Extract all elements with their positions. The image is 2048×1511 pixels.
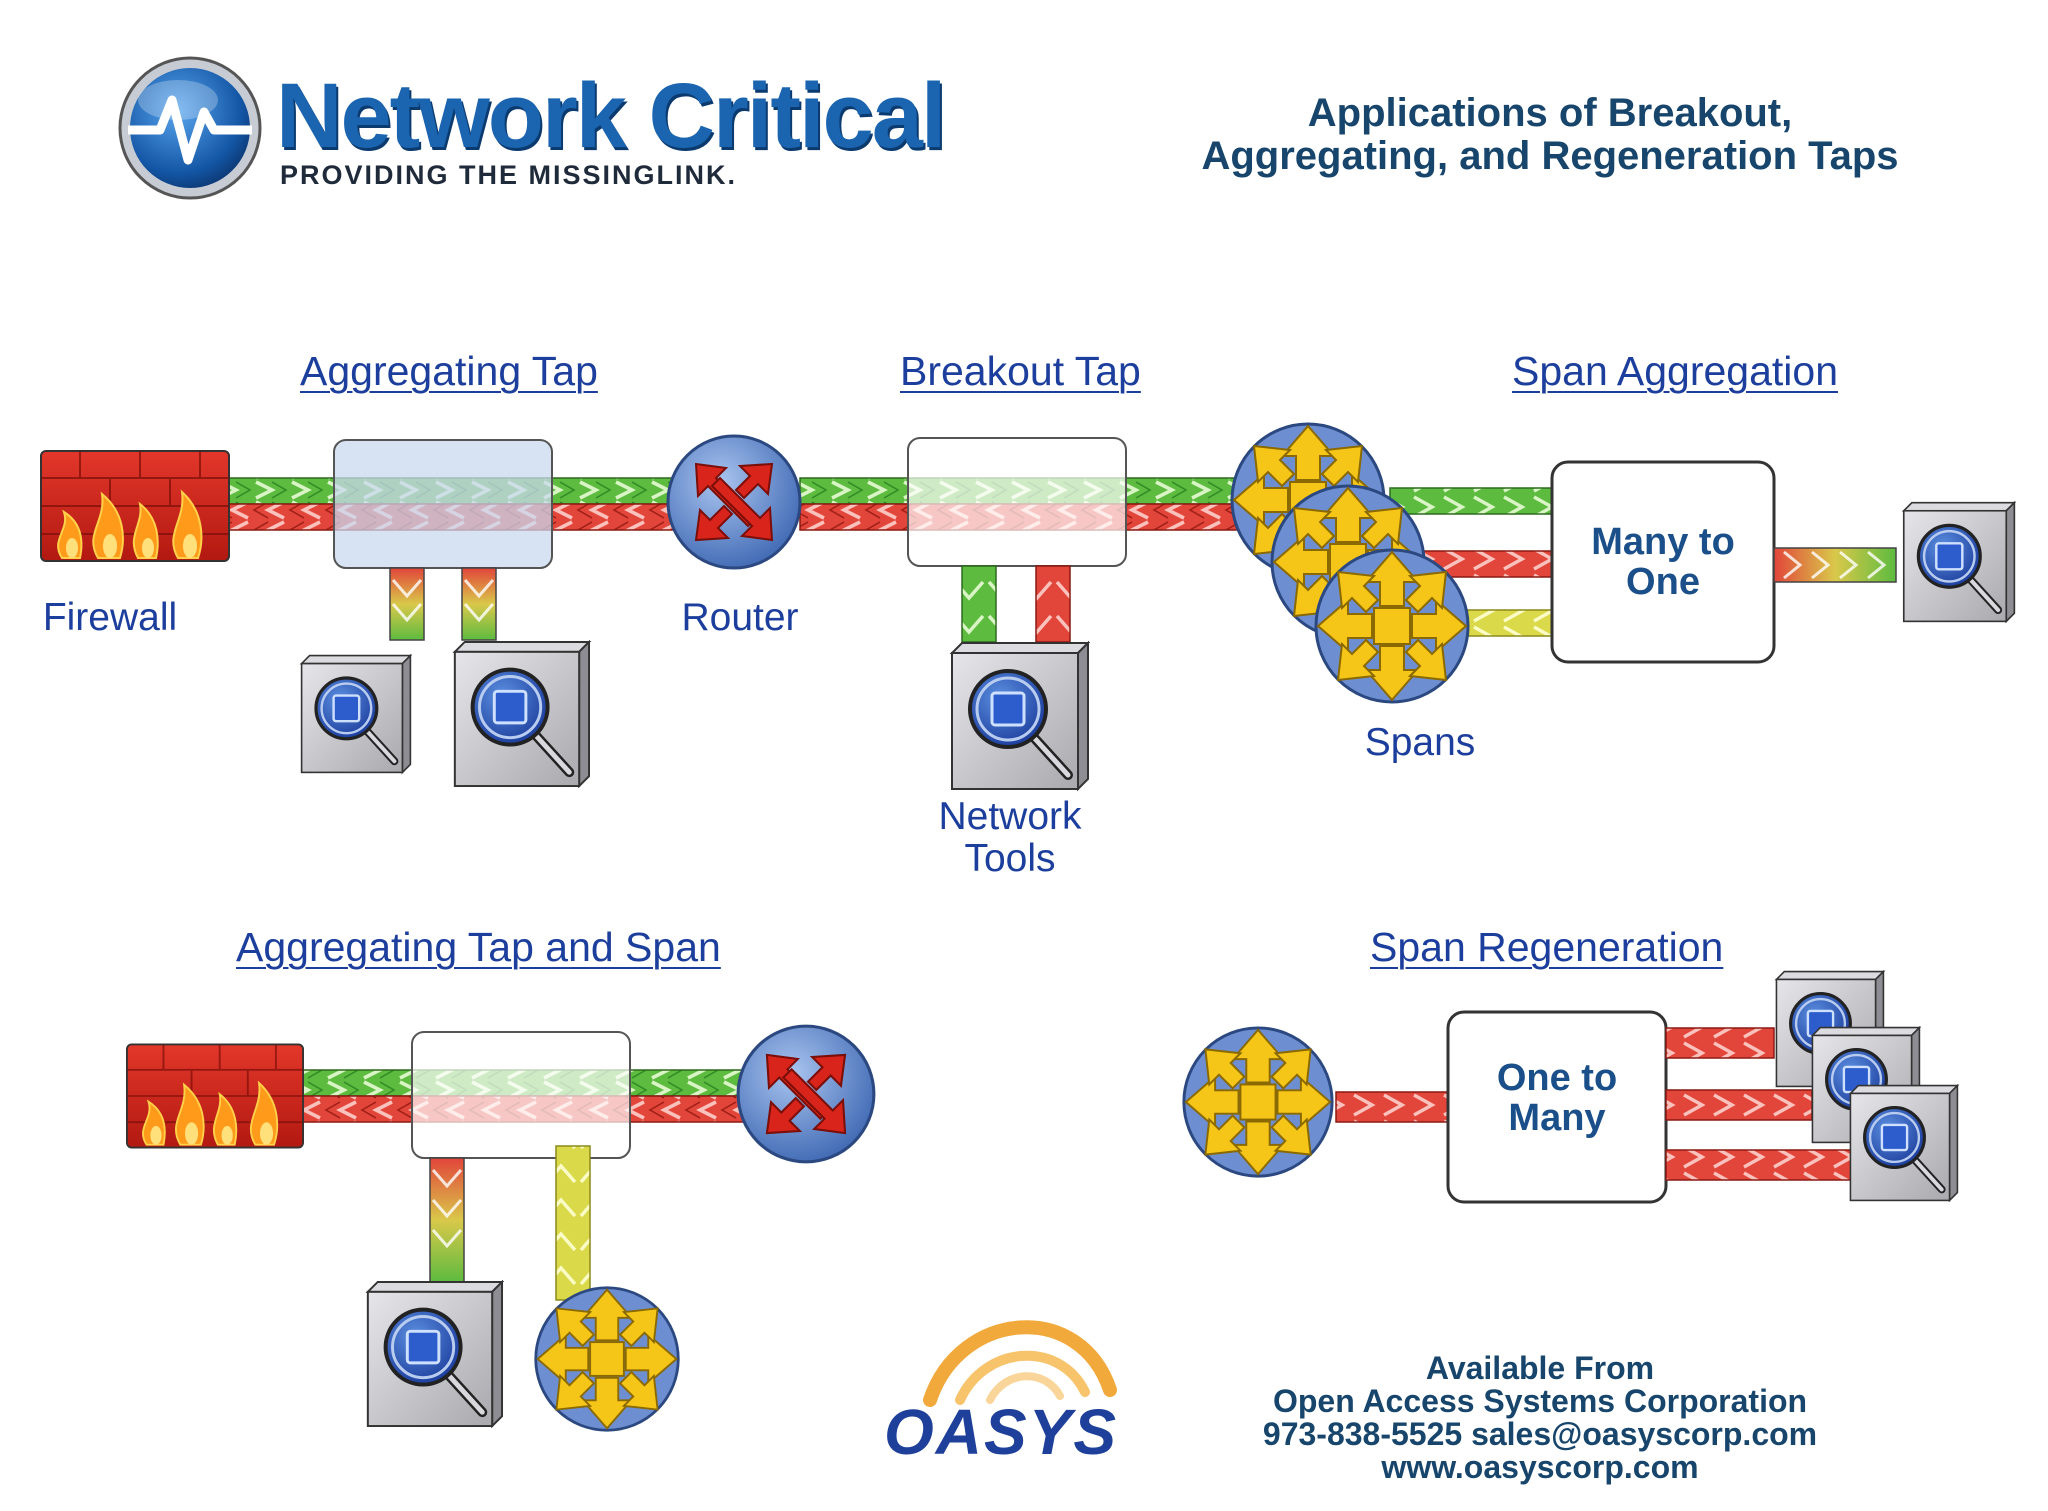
one-to-many-label: One to Many [1448, 1058, 1666, 1138]
one-to-many-label-line-1: One to [1496, 1057, 1618, 1099]
network-critical-logo-icon [118, 56, 262, 200]
aggregating-tap-and-span-links [429, 1145, 591, 1301]
aggregating-tap-outputs [389, 567, 497, 641]
page-title: Applications of Breakout, Aggregating, a… [1160, 92, 1940, 178]
aggregating-tap-box [333, 439, 553, 569]
many-to-one-label-line-1: Many to [1591, 521, 1735, 563]
span-switch-icon [1314, 548, 1470, 704]
brand-name: Network Critical [276, 65, 946, 167]
one-to-many-label-line-2: Many [1508, 1097, 1606, 1139]
many-to-one-label: Many to One [1552, 522, 1774, 602]
firewall-icon [126, 1043, 304, 1149]
network-tools-label-line-1: Network [938, 795, 1082, 838]
company-name: Open Access Systems Corporation [1272, 1383, 1808, 1419]
section-title-span-aggregation: Span Aggregation [1512, 348, 1838, 394]
many-to-one-output [1773, 547, 1897, 583]
network-tools-label: Network Tools [910, 796, 1110, 880]
section-title-aggregating-tap: Aggregating Tap [300, 348, 598, 394]
phone-email[interactable]: 973-838-5525 sales@oasyscorp.com [1262, 1416, 1818, 1452]
website-link[interactable]: www.oasyscorp.com [1381, 1449, 1699, 1485]
network-tool-icon [1850, 1086, 1957, 1201]
oasys-logo-icon [923, 1320, 1117, 1407]
spans-label: Spans [1364, 721, 1476, 764]
router-label: Router [681, 596, 799, 639]
section-title-span-regeneration: Span Regeneration [1370, 924, 1724, 970]
span-switch-icon [534, 1286, 680, 1432]
span-regeneration-outputs [1665, 1027, 1853, 1181]
aggregating-tap-and-span-box [411, 1031, 631, 1159]
section-title-aggregating-tap-and-span: Aggregating Tap and Span [236, 924, 721, 970]
network-tool-icon [302, 656, 411, 773]
network-tool-icon [368, 1282, 502, 1426]
network-tool-icon [1904, 503, 2015, 622]
brand-tagline: PROVIDING THE MISSINGLINK. [280, 160, 738, 190]
network-tool-icon [455, 642, 589, 786]
breakout-tap-box [907, 437, 1127, 567]
router-icon [736, 1024, 876, 1164]
firewall-icon [40, 450, 230, 562]
breakout-tap-outputs [961, 565, 1071, 643]
network-tool-icon [952, 643, 1088, 789]
firewall-label: Firewall [42, 596, 178, 639]
router-icon [666, 434, 802, 570]
span-switch-icon [1182, 1026, 1334, 1178]
oasys-logo-text: OASYS [884, 1396, 1119, 1468]
contact-block: Available From Open Access Systems Corpo… [1230, 1352, 1850, 1484]
network-tools-label-line-2: Tools [964, 837, 1056, 880]
page-title-line-1: Applications of Breakout, [1307, 91, 1793, 135]
page-title-line-2: Aggregating, and Regeneration Taps [1201, 134, 1899, 178]
many-to-one-label-line-2: One [1626, 561, 1700, 603]
available-from: Available From [1425, 1350, 1655, 1386]
section-title-breakout-tap: Breakout Tap [900, 348, 1141, 394]
